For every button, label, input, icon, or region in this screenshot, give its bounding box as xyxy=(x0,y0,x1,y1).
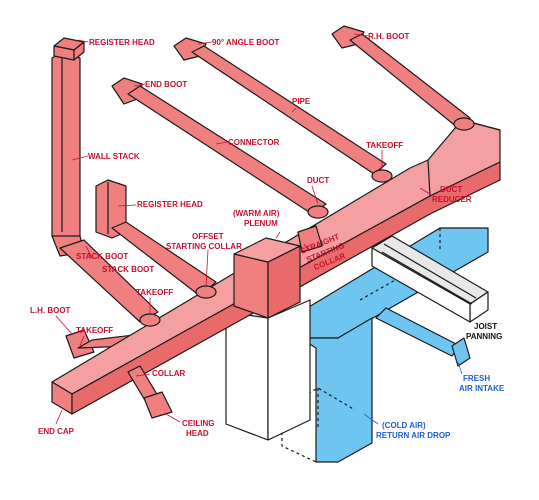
label-ceiling-head-2: HEAD xyxy=(186,429,209,438)
label-ceiling-head-1: CEILING xyxy=(182,419,214,428)
label-stack-boot-1: STACK BOOT xyxy=(76,252,128,261)
label-end-boot: END BOOT xyxy=(145,80,187,89)
label-rh-boot: R.H. BOOT xyxy=(368,32,409,41)
takeoff-upper xyxy=(371,169,393,183)
label-plenum-2: PLENUM xyxy=(244,219,278,228)
label-offset-collar-1: OFFSET xyxy=(192,232,224,241)
wall-stack xyxy=(51,51,81,243)
pipe-end-boot xyxy=(127,85,327,215)
label-fresh-air-1: FRESH xyxy=(463,374,490,383)
label-lh-boot: L.H. BOOT xyxy=(30,306,71,315)
label-duct-reducer-1: DUCT xyxy=(440,185,462,194)
ceiling-head xyxy=(143,391,173,419)
label-connector: CONNECTOR xyxy=(228,138,280,147)
supply-branches xyxy=(51,25,471,359)
label-angle-boot: 90° ANGLE BOOT xyxy=(212,38,279,47)
label-joist-panning-1: JOIST xyxy=(474,322,497,331)
supply-trunk xyxy=(51,117,501,419)
takeoff-right xyxy=(453,117,475,131)
pipe-angle-boot xyxy=(191,45,387,175)
fresh-air-intake xyxy=(375,307,471,367)
label-collar: COLLAR xyxy=(152,369,186,378)
label-wall-stack: WALL STACK xyxy=(88,152,140,161)
label-duct-reducer-2: REDUCER xyxy=(432,195,472,204)
lh-boot xyxy=(65,329,95,359)
leader-lines xyxy=(55,33,431,425)
labels: REGISTER HEAD 90° ANGLE BOOT R.H. BOOT E… xyxy=(30,32,505,440)
label-joist-panning-2: PANNING xyxy=(466,332,502,341)
label-fresh-air-2: AIR INTAKE xyxy=(459,384,505,393)
label-return-drop-2: RETURN AIR DROP xyxy=(376,431,451,440)
label-duct: DUCT xyxy=(307,176,329,185)
label-register-head-mid: REGISTER HEAD xyxy=(137,200,203,209)
label-pipe: PIPE xyxy=(292,97,311,106)
duct-collar xyxy=(307,205,329,219)
label-end-cap: END CAP xyxy=(38,427,75,436)
return-air-drop xyxy=(299,317,373,463)
label-plenum-1: (WARM AIR) xyxy=(233,209,280,218)
label-offset-collar-2: STARTING COLLAR xyxy=(166,242,242,251)
plenum-top xyxy=(233,237,301,263)
label-takeoff-upper: TAKEOFF xyxy=(366,141,403,150)
label-takeoff-mid: TAKEOFF xyxy=(136,288,173,297)
furnace xyxy=(225,299,311,441)
joist-panning xyxy=(371,235,489,323)
pipe-rh-boot xyxy=(349,33,471,129)
plenum-front xyxy=(233,253,269,319)
takeoff-mid xyxy=(139,313,161,327)
label-takeoff-lower: TAKEOFF xyxy=(76,326,113,335)
offset-collar xyxy=(195,285,217,299)
label-return-drop-1: (COLD AIR) xyxy=(382,421,426,430)
label-stack-boot-2: STACK BOOT xyxy=(102,265,154,274)
label-register-head-top: REGISTER HEAD xyxy=(89,38,155,47)
